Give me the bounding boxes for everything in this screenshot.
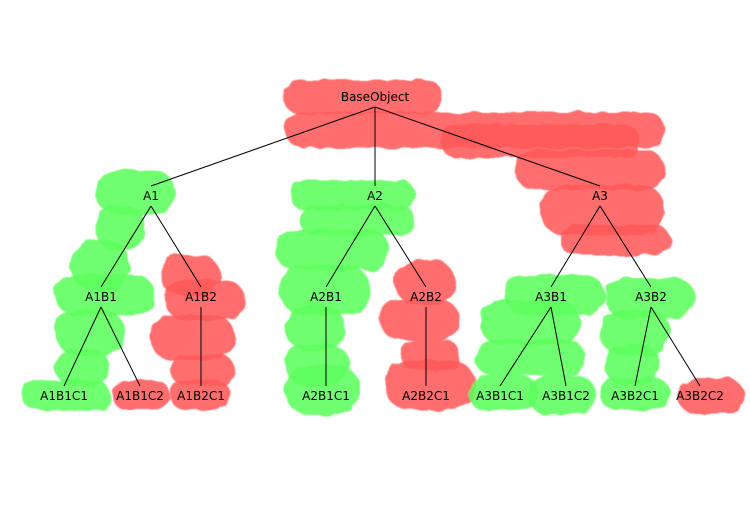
node-root: BaseObject	[341, 90, 410, 104]
highlight-a3b1-2	[475, 340, 585, 375]
edge-a3b2-a3b2c1	[634, 306, 652, 387]
node-a3b1: A3B1	[535, 290, 567, 304]
highlight-a1b2-1	[165, 280, 245, 320]
highlight-a1b2-3	[170, 355, 235, 385]
highlight-a2b2-0	[395, 260, 455, 305]
edge-a1-a1b1	[100, 205, 152, 288]
node-a1b1c2: A1B1C2	[116, 389, 164, 403]
highlight-strokes	[22, 80, 744, 415]
highlight-a2-0	[290, 180, 415, 210]
node-a1b1: A1B1	[85, 290, 117, 304]
highlight-a1b1-1	[55, 310, 125, 355]
node-a3b2c1: A3B2C1	[611, 389, 659, 403]
node-a2b1: A2B1	[310, 290, 342, 304]
highlight-a3b1c2-0	[528, 375, 596, 415]
highlight-a1b1c1-0	[22, 380, 110, 410]
edge-a1-a1b2	[150, 205, 202, 288]
highlight-a2-2	[275, 230, 390, 270]
node-a3b2: A3B2	[635, 290, 667, 304]
highlight-a3b2-0	[605, 278, 695, 318]
highlight-a2b1c1-0	[285, 365, 360, 415]
edge-a1b1-a1b1c1	[63, 306, 102, 387]
highlight-a3-0	[515, 150, 665, 190]
node-a3: A3	[592, 189, 608, 203]
node-a1b1c1: A1B1C1	[40, 389, 88, 403]
highlight-a3b1c1-0	[468, 375, 538, 411]
tree-edges	[63, 106, 701, 387]
highlight-root-2	[440, 124, 640, 158]
node-a3b1c2: A3B1C2	[542, 389, 590, 403]
highlight-a1-0	[95, 170, 175, 214]
highlight-a3b2c1-0	[600, 378, 670, 410]
edge-root-a3	[374, 106, 601, 187]
highlight-a1b1c2-0	[112, 380, 170, 410]
highlight-a3b1-1	[480, 300, 580, 345]
node-a1b2c1: A1B2C1	[177, 389, 225, 403]
highlight-a1b1-0	[55, 275, 155, 315]
node-a1b2: A1B2	[185, 290, 217, 304]
highlight-a2b1-1	[285, 305, 345, 350]
highlight-a3b2-2	[605, 345, 660, 385]
highlight-root-0	[283, 80, 443, 114]
edge-a3b2-a3b2c2	[650, 306, 701, 387]
node-a2b2: A2B2	[410, 290, 442, 304]
edge-a3-a3b1	[550, 205, 601, 288]
highlight-a1b1-2	[55, 350, 110, 385]
highlight-a1b2-2	[150, 315, 235, 360]
edge-root-a1	[150, 106, 376, 187]
highlight-a2-1	[300, 205, 415, 235]
highlight-a2b2c1-0	[385, 360, 475, 410]
highlight-a1b2c1-0	[170, 380, 230, 410]
edge-a3b1-a3b1c2	[550, 306, 567, 387]
node-a2b2c1: A2B2C1	[402, 389, 450, 403]
edge-a1b1-a1b1c2	[100, 306, 141, 387]
highlight-a2b1-0	[280, 265, 370, 315]
node-a3b2c2: A3B2C2	[676, 389, 724, 403]
highlight-a3b2-1	[600, 310, 670, 355]
highlight-a2b2-1	[380, 300, 460, 340]
highlight-a1-1	[95, 205, 145, 250]
node-a2b1c1: A2B1C1	[302, 389, 350, 403]
edge-a3-a3b2	[599, 205, 652, 288]
edge-a3b1-a3b1c1	[499, 306, 552, 387]
node-a3b1c1: A3B1C1	[476, 389, 524, 403]
node-a2: A2	[367, 189, 383, 203]
highlight-a3-2	[560, 225, 670, 255]
highlight-a3b2c2-0	[678, 378, 744, 414]
edge-a2-a2b1	[325, 205, 376, 288]
node-a1: A1	[143, 189, 159, 203]
edge-a2-a2b2	[374, 205, 427, 288]
